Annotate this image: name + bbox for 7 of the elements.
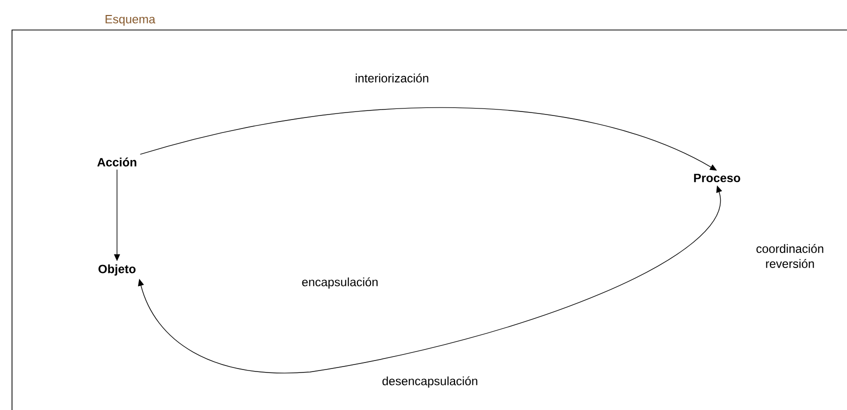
node-label: Objeto <box>98 264 136 276</box>
node-label: Proceso <box>694 174 740 182</box>
node-label: Acción <box>97 158 136 166</box>
label: encapsulación <box>302 277 378 289</box>
edge-label: desencapsulación <box>380 375 480 389</box>
label: coordinación reversión <box>756 244 824 268</box>
edge-label: interiorización <box>354 72 430 84</box>
